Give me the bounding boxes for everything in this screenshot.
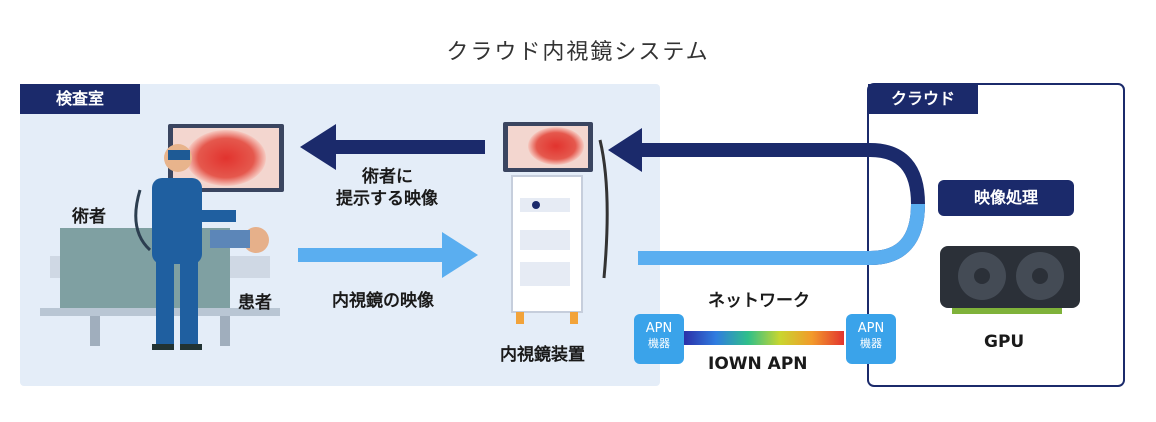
surgeon-arrow-body [330,140,485,154]
apn-device-right-top: APN [857,321,885,336]
video-processing-tag: 映像処理 [938,180,1074,216]
exam-room-tag: 検査室 [20,84,140,114]
apn-device-left-top: APN [645,321,673,336]
apn-device-left: APN 機器 [634,314,684,364]
surgeon-icon [134,144,236,350]
endoscope-cart-icon [503,122,609,324]
cloud-tag: クラウド [868,84,978,114]
apn-device-right: APN 機器 [846,314,896,364]
video-arrow-body [298,248,448,262]
cloud-return-arrowhead [608,128,642,172]
endoscope-device-label: 内視鏡装置 [500,345,585,365]
video-to-surgeon-label-2: 提示する映像 [336,189,438,209]
video-to-surgeon-label-1: 術者に [362,167,413,187]
gpu-label: GPU [984,332,1025,352]
network-label: ネットワーク [708,291,810,311]
patient-label: 患者 [238,293,272,313]
endoscope-video-label: 内視鏡の映像 [332,291,434,311]
iown-apn-link [684,331,844,345]
apn-device-right-bottom: 機器 [860,337,882,350]
video-arrow-head [442,232,478,278]
apn-device-left-bottom: 機器 [648,337,670,350]
gpu-card-icon [940,246,1080,314]
surgeon-arrow-head [300,124,336,170]
iown-apn-label: IOWN APN [708,354,808,374]
diagram-title: クラウド内視鏡システム [446,40,710,65]
video-uplink-path [638,203,925,265]
surgeon-label: 術者 [72,207,106,227]
